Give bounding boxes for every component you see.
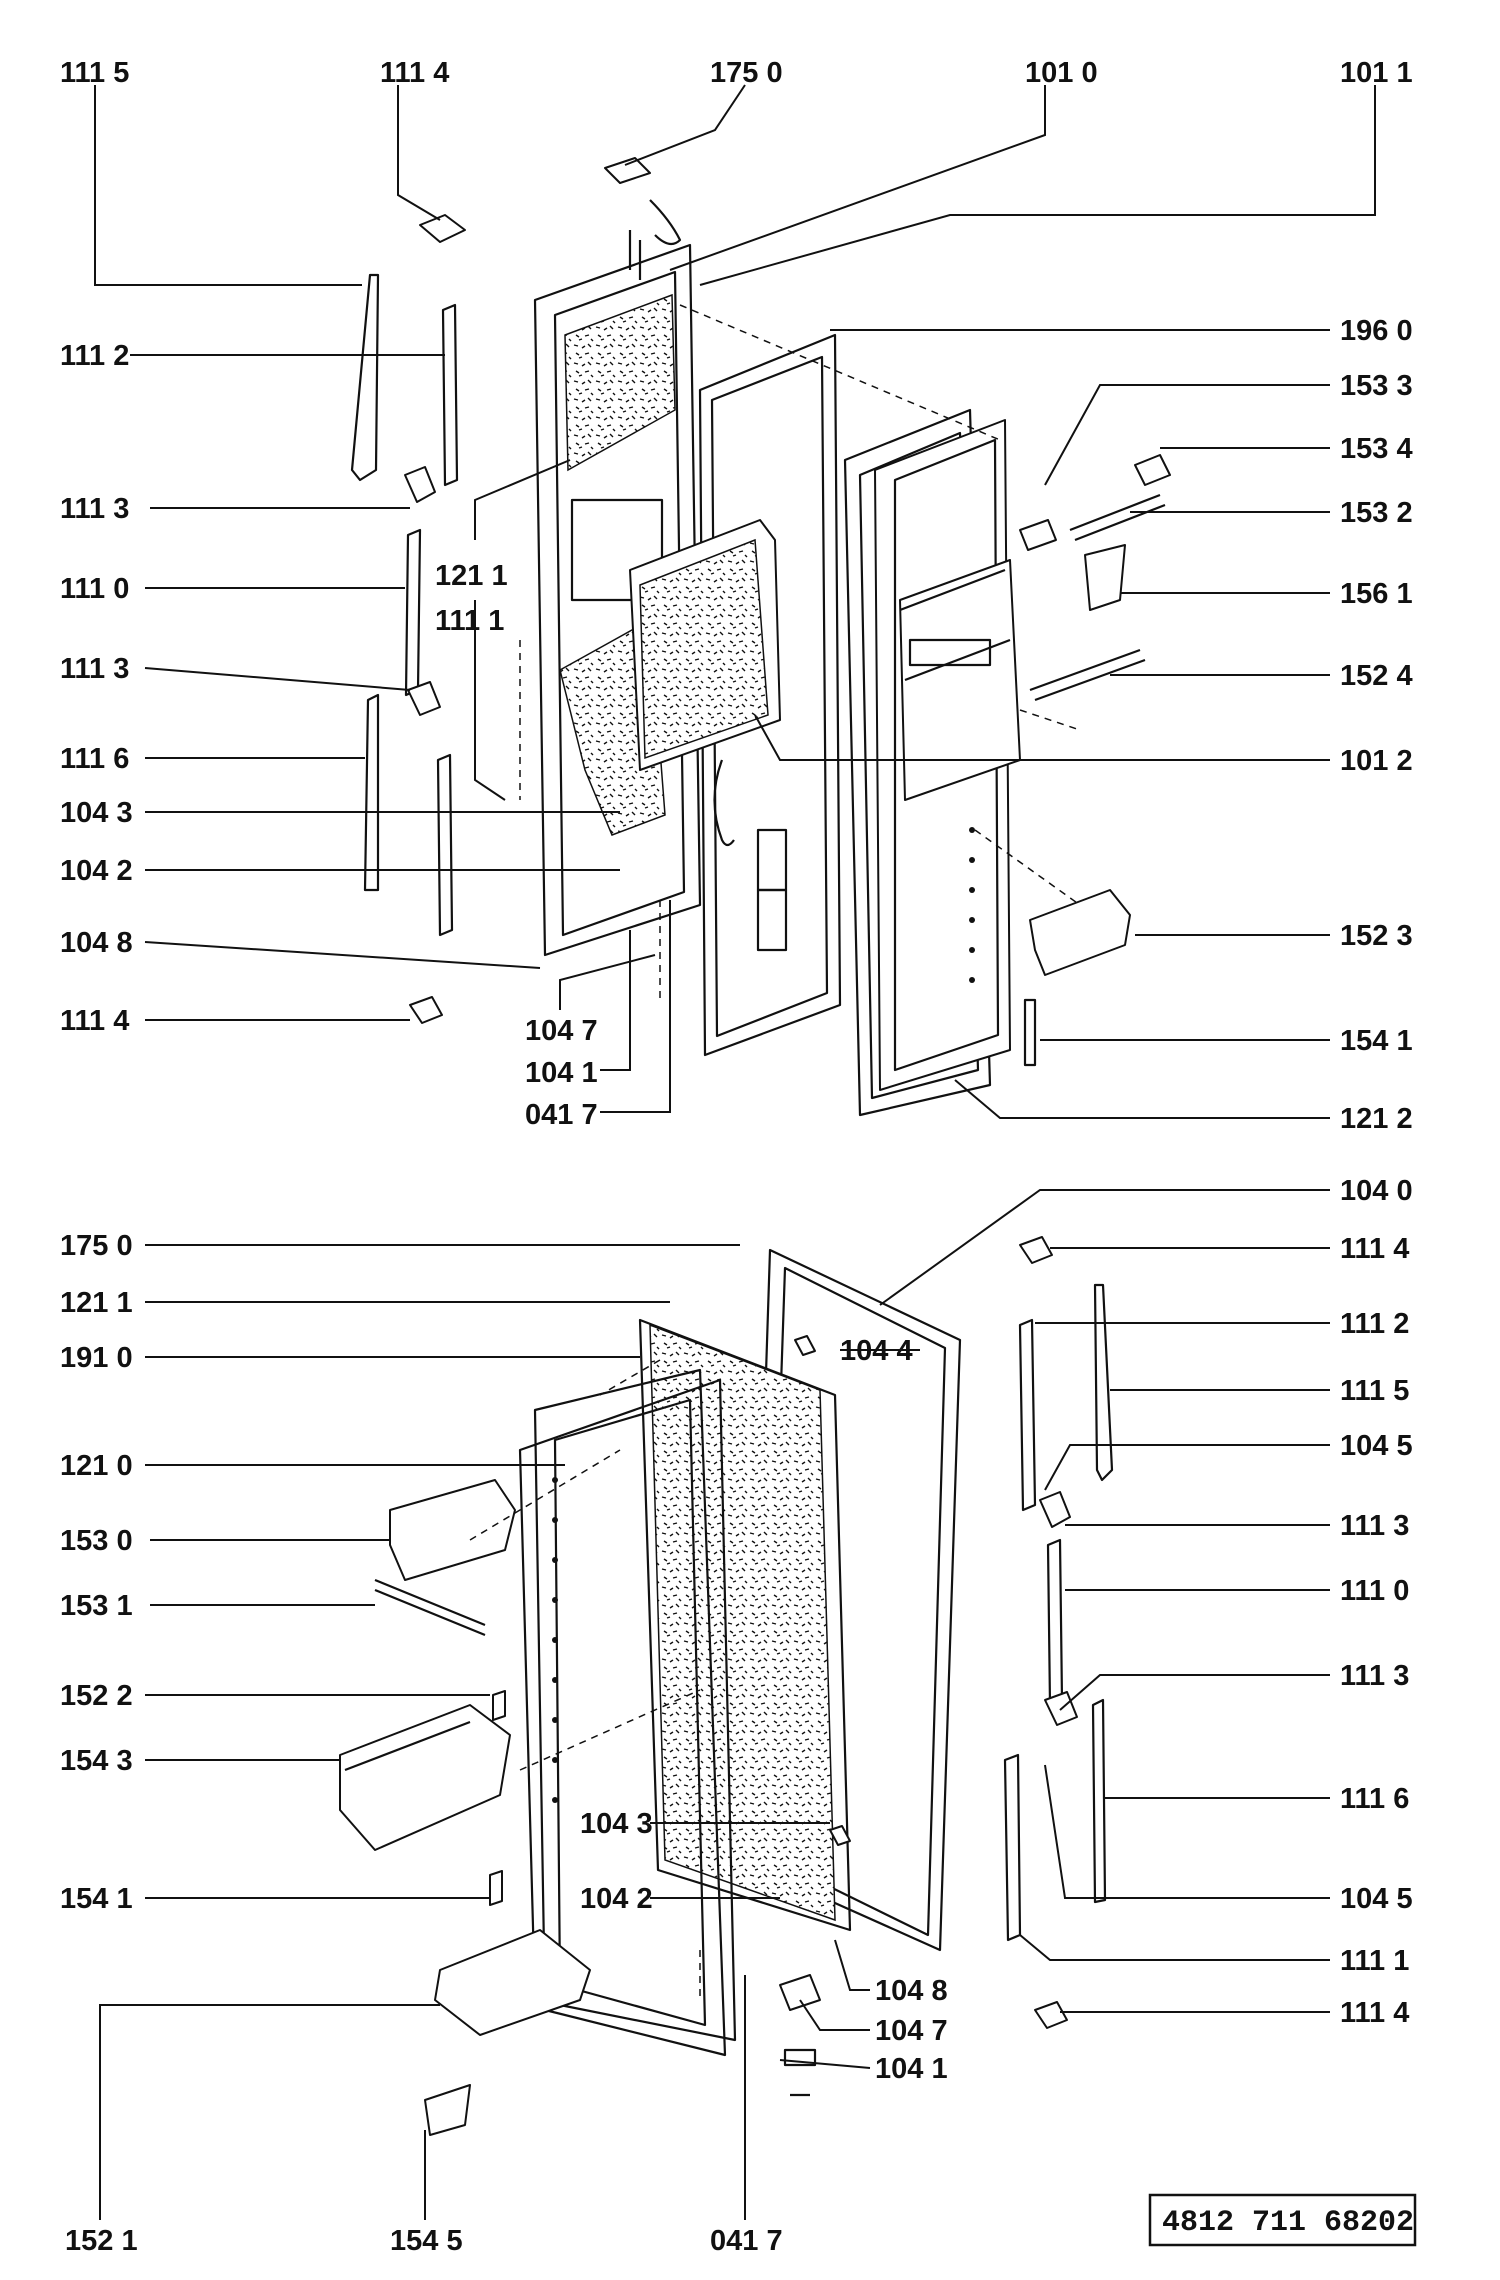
label-111-6-bottom: 111 6 — [1340, 1783, 1409, 1815]
label-111-3-left-a: 111 3 — [60, 493, 129, 525]
label-121-2: 121 2 — [1340, 1103, 1413, 1135]
label-111-2-bottom: 111 2 — [1340, 1308, 1409, 1340]
label-152-2: 152 2 — [60, 1680, 133, 1712]
label-111-0-left: 111 0 — [60, 573, 129, 605]
label-153-4: 153 4 — [1340, 433, 1413, 465]
label-121-1-bottom: 121 1 — [60, 1287, 133, 1319]
label-104-5-b: 104 5 — [1340, 1883, 1413, 1915]
label-104-2-left: 104 2 — [60, 855, 133, 887]
label-104-5-a: 104 5 — [1340, 1430, 1413, 1462]
label-111-0-bottom: 111 0 — [1340, 1575, 1409, 1607]
leader-lines — [94, 84, 1376, 2220]
reference-number: 4812 711 68202 — [1162, 2206, 1414, 2240]
label-104-1-bottom: 104 1 — [875, 2053, 948, 2085]
label-111-4-top: 111 4 — [380, 57, 449, 89]
label-104-8-left: 104 8 — [60, 927, 133, 959]
label-104-3-bottom: 104 3 — [580, 1808, 653, 1840]
label-111-3-left-b: 111 3 — [60, 653, 129, 685]
label-156-1: 156 1 — [1340, 578, 1413, 610]
label-154-1-right: 154 1 — [1340, 1025, 1413, 1057]
label-111-1-mid: 111 1 — [435, 605, 504, 637]
fridge-door-assembly — [339, 1236, 1114, 2136]
label-111-4-left: 111 4 — [60, 1005, 129, 1037]
label-154-5: 154 5 — [390, 2225, 463, 2257]
label-152-4: 152 4 — [1340, 660, 1413, 692]
label-153-0: 153 0 — [60, 1525, 133, 1557]
label-153-3: 153 3 — [1340, 370, 1413, 402]
label-111-3-bottom-b: 111 3 — [1340, 1660, 1409, 1692]
label-152-1: 152 1 — [65, 2225, 138, 2257]
label-121-1-mid: 121 1 — [435, 560, 508, 592]
label-104-7-bottom: 104 7 — [875, 2015, 948, 2047]
label-111-2-left: 111 2 — [60, 340, 129, 372]
label-111-1-bottom: 111 1 — [1340, 1945, 1409, 1977]
label-104-2-bottom: 104 2 — [580, 1883, 653, 1915]
label-041-7-mid: 041 7 — [525, 1099, 598, 1131]
label-154-1-bottom: 154 1 — [60, 1883, 133, 1915]
label-101-0: 101 0 — [1025, 57, 1098, 89]
label-104-1-mid: 104 1 — [525, 1057, 598, 1089]
label-111-6-left: 111 6 — [60, 743, 129, 775]
label-153-2: 153 2 — [1340, 497, 1413, 529]
label-101-2: 101 2 — [1340, 745, 1413, 777]
label-111-5-top: 111 5 — [60, 57, 129, 89]
freezer-door-assembly — [350, 157, 1171, 1117]
label-196-0: 196 0 — [1340, 315, 1413, 347]
label-121-0: 121 0 — [60, 1450, 133, 1482]
label-175-0-top: 175 0 — [710, 57, 783, 89]
label-154-3: 154 3 — [60, 1745, 133, 1777]
reference-number-box: 4812 711 68202 — [1148, 2193, 1417, 2247]
label-111-3-bottom-a: 111 3 — [1340, 1510, 1409, 1542]
label-104-8-bottom: 104 8 — [875, 1975, 948, 2007]
label-153-1: 153 1 — [60, 1590, 133, 1622]
label-104-7-mid: 104 7 — [525, 1015, 598, 1047]
label-152-3: 152 3 — [1340, 920, 1413, 952]
label-175-0-bottom: 175 0 — [60, 1230, 133, 1262]
label-111-4-bottom-b: 111 4 — [1340, 1997, 1409, 2029]
label-111-4-bottom-a: 111 4 — [1340, 1233, 1409, 1265]
label-101-1: 101 1 — [1340, 57, 1413, 89]
label-191-0: 191 0 — [60, 1342, 133, 1374]
part-labels: 111 5 111 4 175 0 101 0 101 1 111 2 111 … — [60, 57, 1413, 2257]
label-104-4: 104 4 — [840, 1335, 913, 1367]
label-111-5-bottom: 111 5 — [1340, 1375, 1409, 1407]
label-104-3-left: 104 3 — [60, 797, 133, 829]
label-041-7-bottom: 041 7 — [710, 2225, 783, 2257]
label-104-0: 104 0 — [1340, 1175, 1413, 1207]
